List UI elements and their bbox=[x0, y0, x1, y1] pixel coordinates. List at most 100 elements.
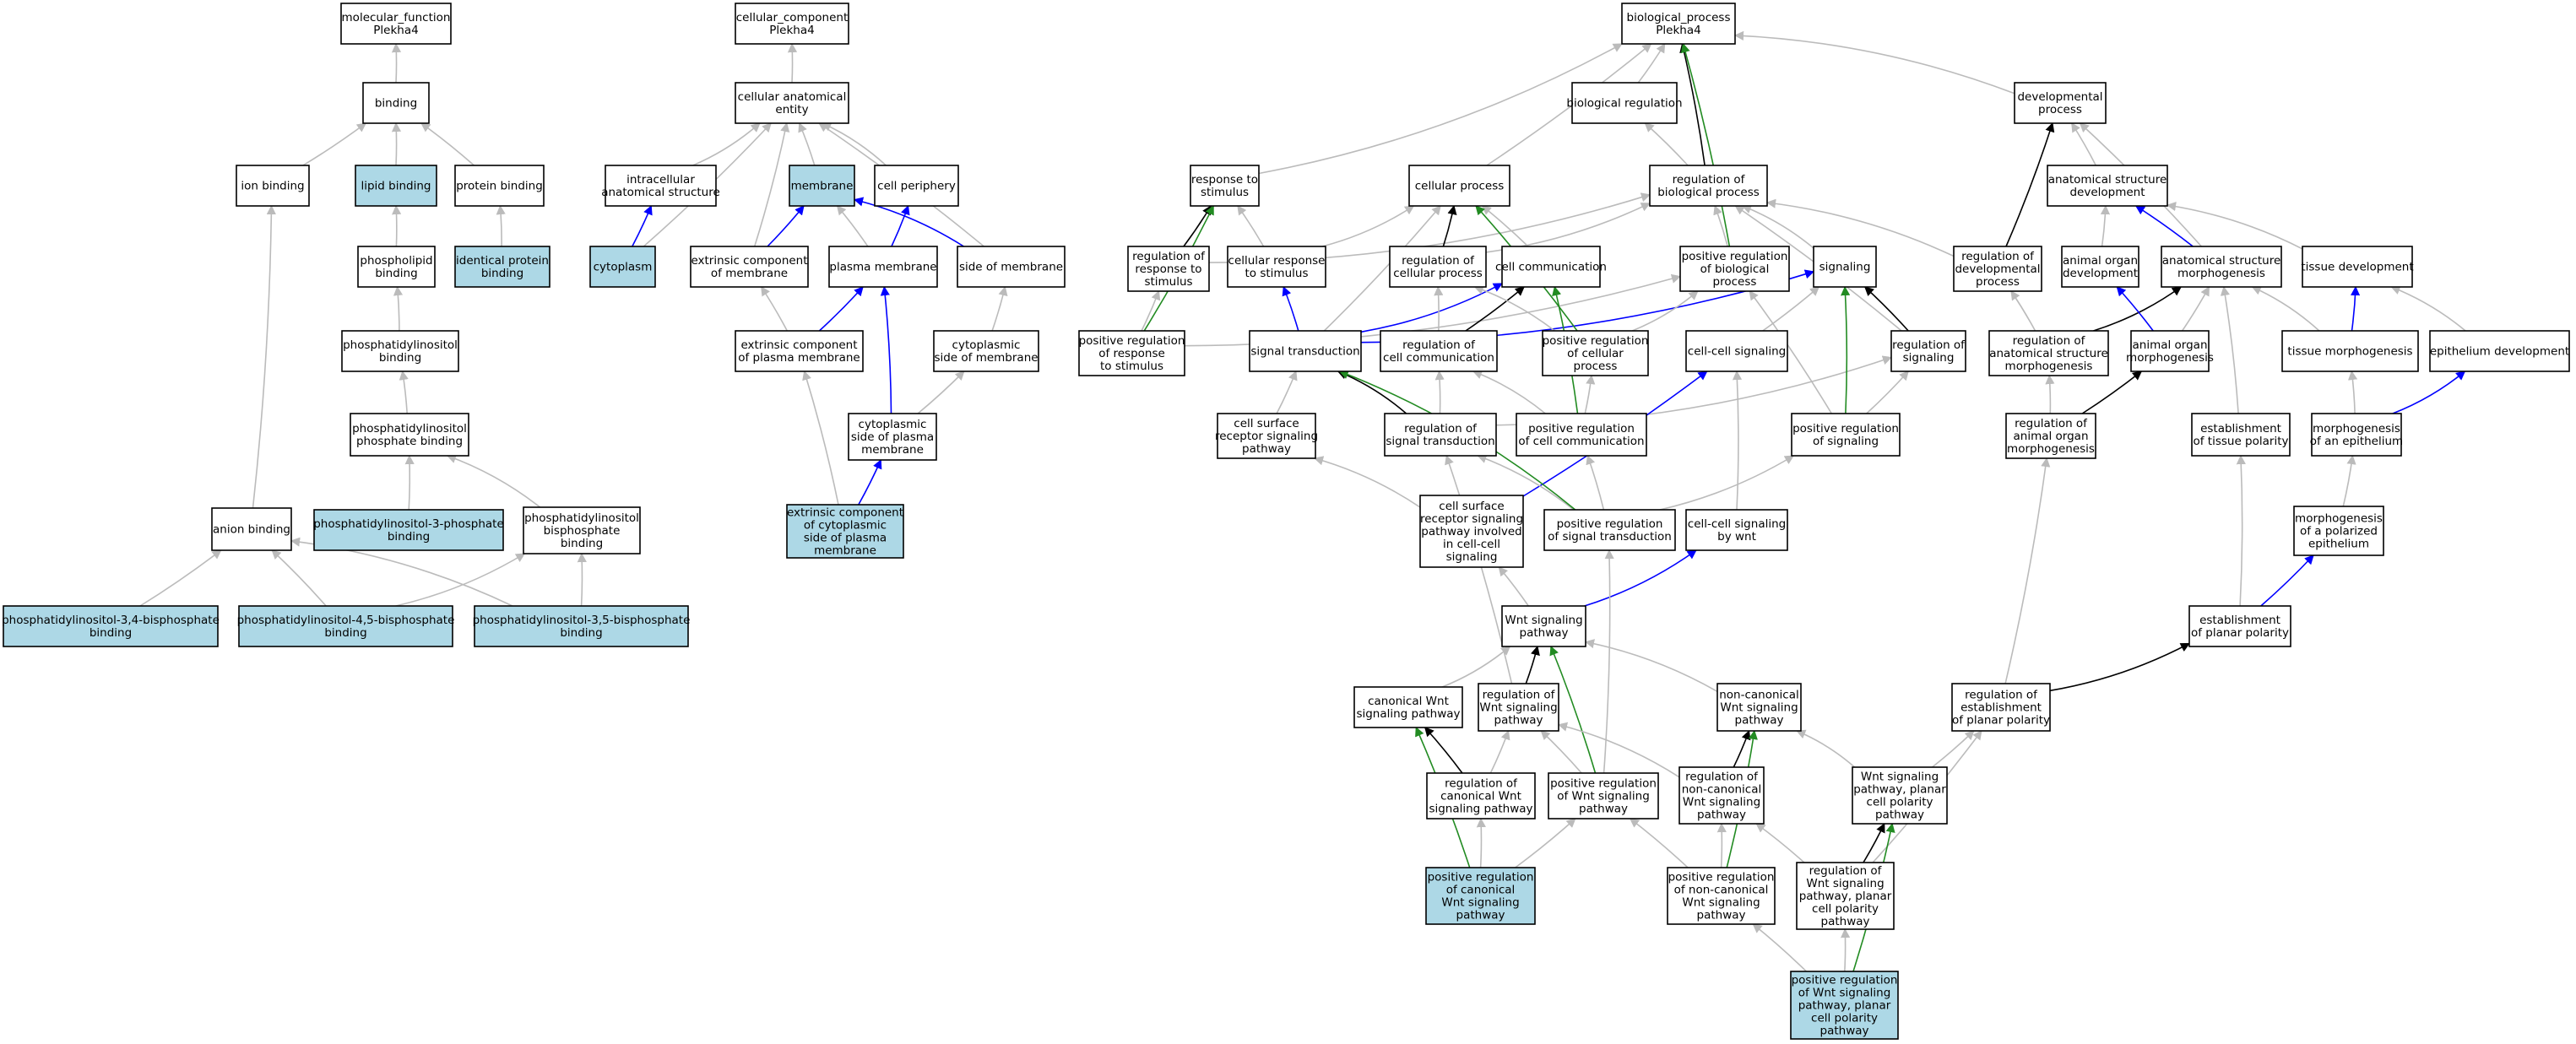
node-lipid-binding[interactable]: lipid binding bbox=[355, 165, 437, 207]
node-cell-periphery[interactable]: cell periphery bbox=[874, 165, 959, 207]
node-side-of-membrane[interactable]: side of membrane bbox=[957, 246, 1066, 288]
node-label: membrane bbox=[791, 180, 854, 193]
edge-pos_reg_bio_process-to-reg_bio_process bbox=[1713, 204, 1728, 247]
node-signal-transduction[interactable]: signal transduction bbox=[1249, 330, 1362, 372]
edge-epithelium_dev-to-tissue_dev bbox=[2390, 285, 2466, 332]
node-box bbox=[1621, 3, 1736, 45]
node-binding[interactable]: binding bbox=[362, 82, 430, 124]
node-anion-binding[interactable]: anion binding bbox=[211, 507, 292, 551]
node-cell-cell-signaling[interactable]: cell-cell signaling bbox=[1685, 330, 1788, 372]
node-box bbox=[2311, 413, 2402, 457]
edge-pos_reg_signal_transduction-to-reg_signal_transduction bbox=[1477, 454, 1575, 511]
edge-ext_comp_cyto_side_pm-to-ext_comp_pm bbox=[802, 370, 839, 506]
node-box bbox=[1988, 330, 2109, 376]
node-tissue-dev[interactable]: tissue development bbox=[2301, 246, 2414, 288]
node-membrane[interactable]: membrane bbox=[789, 165, 855, 207]
node-protein-binding[interactable]: protein binding bbox=[454, 165, 545, 207]
node-plasma-membrane[interactable]: plasma membrane bbox=[828, 246, 938, 288]
node-cell-communication[interactable]: cell communication bbox=[1495, 246, 1607, 288]
edge-noncanonical_wnt-to-wnt_pathway bbox=[1584, 639, 1718, 693]
node-box bbox=[1249, 330, 1362, 372]
node-box bbox=[523, 506, 641, 554]
node-bio-reg[interactable]: biological regulation bbox=[1566, 82, 1683, 124]
node-cellular-process[interactable]: cellular process bbox=[1408, 165, 1510, 207]
node-ion-binding[interactable]: ion binding bbox=[236, 165, 310, 207]
node-tissue-morph[interactable]: tissue morphogenesis bbox=[2281, 330, 2419, 372]
node-signaling[interactable]: signaling bbox=[1813, 246, 1877, 288]
node-box bbox=[1425, 867, 1536, 925]
node-epithelium-dev[interactable]: epithelium development bbox=[2429, 330, 2570, 372]
edge-ptdins_phosphate_binding-to-ptdins_binding bbox=[399, 370, 409, 414]
node-cytoplasm[interactable]: cytoplasm bbox=[589, 246, 656, 288]
edge-pos_reg_wnt-to-reg_wnt bbox=[1540, 730, 1582, 774]
node-box bbox=[2293, 506, 2384, 556]
edge-pos_reg_bio_process-to-bp bbox=[1680, 42, 1731, 247]
